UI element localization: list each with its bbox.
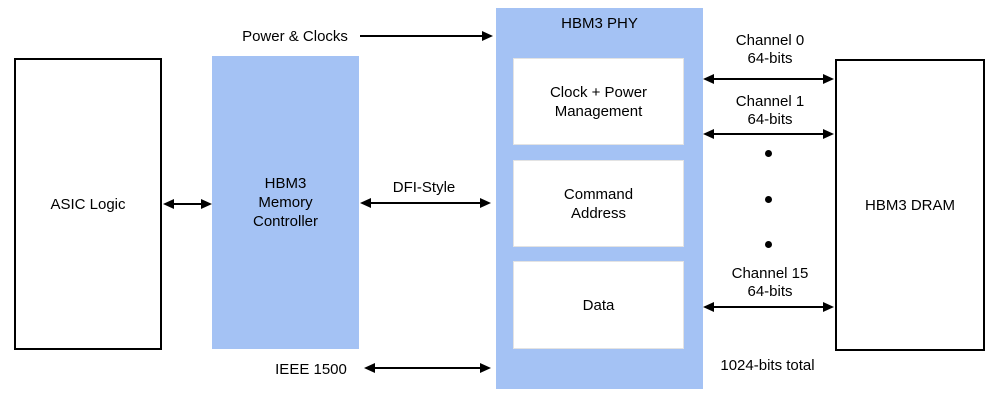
hbm3-phy-title: HBM3 PHY — [561, 15, 638, 32]
arrowhead-right-icon — [823, 302, 834, 312]
arrowhead-right-icon — [482, 31, 493, 41]
memory-controller-label: HBM3 Memory Controller — [252, 175, 319, 230]
arrowhead-left-icon — [703, 74, 714, 84]
channel-15-arrow — [703, 301, 834, 313]
memory-controller-block: HBM3 Memory Controller — [212, 56, 359, 349]
ellipsis-dot — [765, 150, 772, 157]
arrowhead-right-icon — [201, 199, 212, 209]
channel-1-arrow — [703, 128, 834, 140]
ellipsis-dot — [765, 196, 772, 203]
data-subblock: Data — [513, 261, 684, 349]
ellipsis-dot — [765, 241, 772, 248]
arrowhead-left-icon — [703, 129, 714, 139]
arrowhead-left-icon — [163, 199, 174, 209]
hbm3-dram-block: HBM3 DRAM — [835, 59, 985, 351]
asic-controller-arrow — [163, 198, 212, 210]
asic-logic-label: ASIC Logic — [50, 195, 126, 213]
ieee-1500-arrow — [364, 362, 491, 374]
ieee-1500-label: IEEE 1500 — [275, 361, 347, 378]
arrowhead-right-icon — [480, 198, 491, 208]
clock-power-label: Clock + Power Management — [549, 83, 648, 120]
clock-power-subblock: Clock + Power Management — [513, 58, 684, 145]
dfi-style-label: DFI-Style — [392, 179, 456, 196]
arrowhead-left-icon — [703, 302, 714, 312]
command-address-label: Command Address — [563, 185, 634, 222]
arrowhead-left-icon — [360, 198, 371, 208]
asic-logic-block: ASIC Logic — [14, 58, 162, 350]
hbm3-dram-label: HBM3 DRAM — [864, 196, 955, 214]
arrowhead-right-icon — [823, 129, 834, 139]
data-label: Data — [582, 296, 615, 314]
channel-1-label: Channel 1 64-bits — [735, 93, 805, 128]
command-address-subblock: Command Address — [513, 160, 684, 247]
channel-15-label: Channel 15 64-bits — [731, 265, 809, 300]
arrowhead-right-icon — [823, 74, 834, 84]
total-bits-label: 1024-bits total — [720, 357, 815, 374]
dfi-style-arrow — [360, 197, 491, 209]
channel-0-arrow — [703, 73, 834, 85]
arrowhead-left-icon — [364, 363, 375, 373]
hbm3-phy-block: HBM3 PHY Clock + Power Management Comman… — [496, 8, 703, 389]
power-clocks-arrow — [360, 30, 493, 42]
channel-0-label: Channel 0 64-bits — [735, 32, 805, 67]
power-clocks-label: Power & Clocks — [242, 28, 348, 45]
arrowhead-right-icon — [480, 363, 491, 373]
